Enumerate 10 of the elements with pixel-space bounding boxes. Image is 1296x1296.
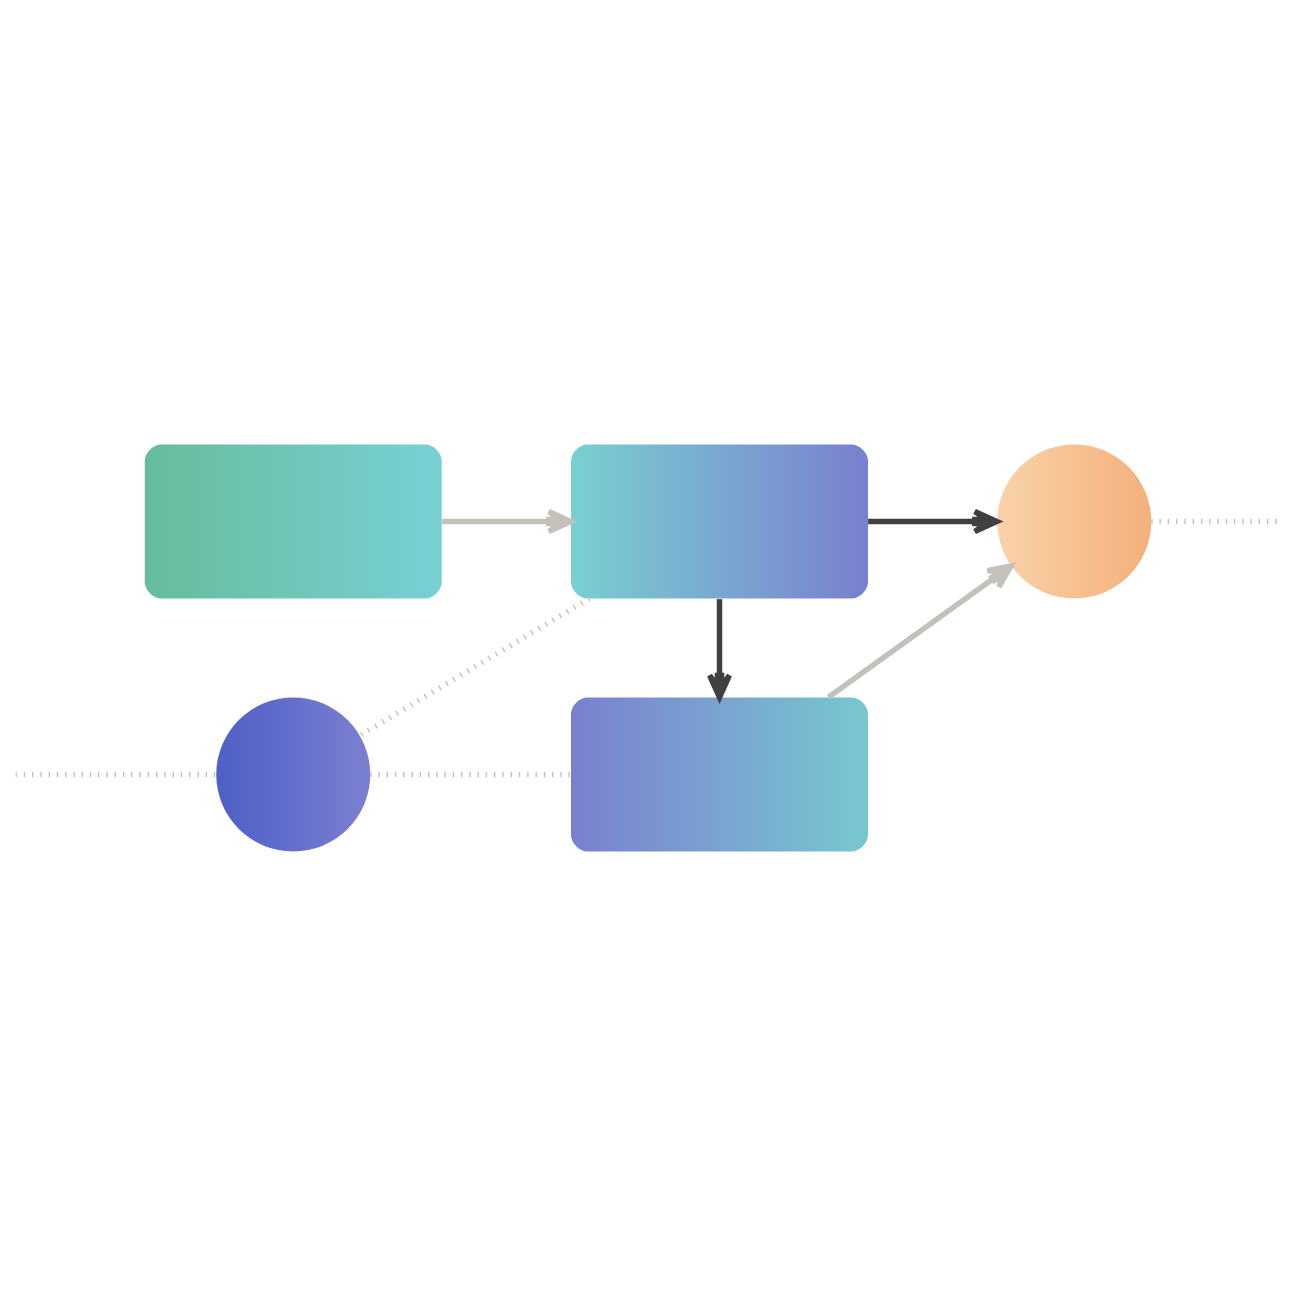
connector — [370, 771, 571, 778]
connector — [15, 771, 217, 778]
arrow — [826, 563, 1014, 700]
node-box — [144, 444, 442, 599]
node-circle — [216, 697, 371, 852]
node-box — [571, 444, 868, 599]
connector — [358, 596, 591, 738]
node-box — [571, 697, 868, 852]
arrow — [706, 599, 733, 701]
node-circle — [997, 444, 1152, 599]
